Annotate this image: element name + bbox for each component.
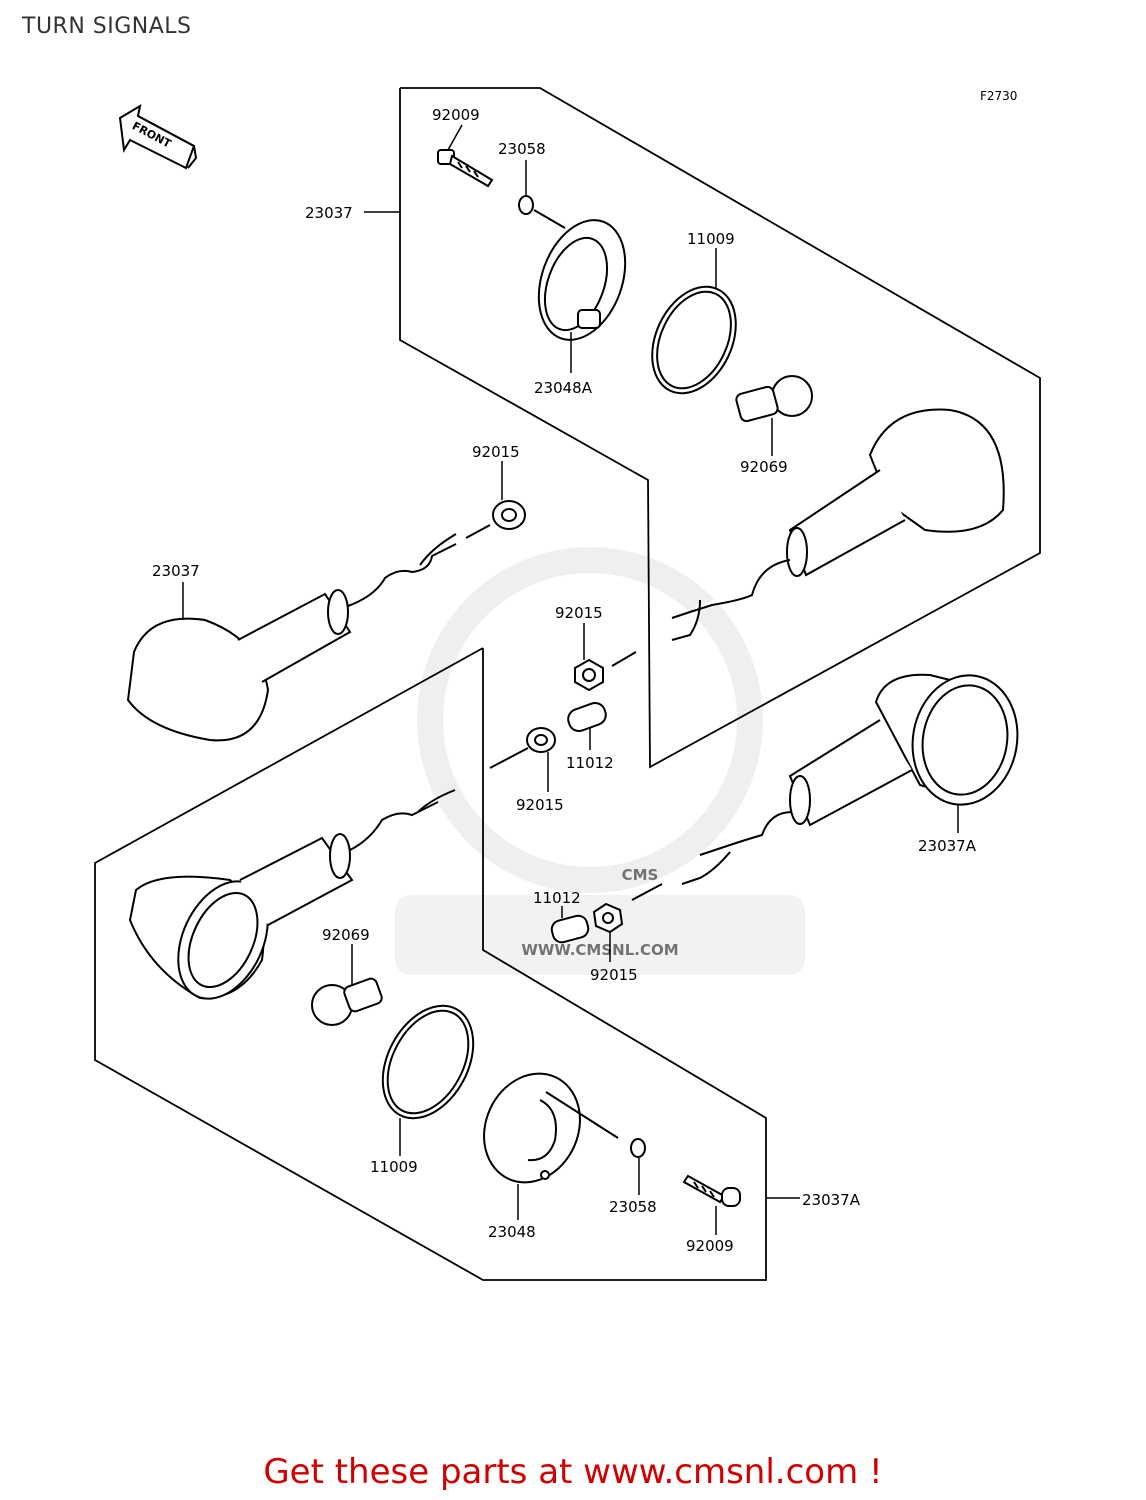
bulb-92069-lower — [311, 977, 383, 1026]
page-title: TURN SIGNALS — [22, 14, 192, 39]
callout-label: 23048A — [534, 379, 593, 397]
gasket-11009-lower — [381, 1004, 475, 1120]
callout-label: 23037 — [152, 562, 200, 580]
nut-92015-lower-left — [489, 727, 556, 769]
callout-label: 11009 — [687, 230, 735, 248]
callout-label: 11012 — [566, 754, 614, 772]
callout-label: 92069 — [740, 458, 788, 476]
turn-signal-right-rear — [671, 408, 1005, 641]
watermark: CMS WWW.CMSNL.COM — [395, 547, 805, 975]
spacer-11012-middle — [567, 701, 607, 733]
lower-assembly-outline — [94, 647, 767, 1281]
callout-label: 23037 — [305, 204, 353, 222]
spacer-11012-lower — [550, 914, 590, 944]
leader-lines — [182, 124, 959, 1235]
callout-label: 11012 — [533, 889, 581, 907]
callout-label: 92015 — [555, 604, 603, 622]
figure-code: F2730 — [980, 89, 1017, 103]
callout-label: 23037A — [802, 1191, 861, 1209]
callout-label: 11009 — [370, 1158, 418, 1176]
callout-label: 92015 — [472, 443, 520, 461]
callout-label: 92015 — [590, 966, 638, 984]
callouts: 92009 23058 23037 11009 23048A 92069 920… — [152, 106, 977, 1255]
turn-signal-left-front — [126, 533, 457, 742]
nut-23058-upper — [518, 195, 566, 229]
watermark-logo-text: CMS — [622, 866, 659, 884]
front-arrow-icon: FRONT — [118, 103, 198, 170]
callout-label: 23037A — [918, 837, 977, 855]
callout-label: 92015 — [516, 796, 564, 814]
callout-label: 23048 — [488, 1223, 536, 1241]
turn-signal-left-rear — [128, 789, 456, 1000]
callout-label: 23058 — [609, 1198, 657, 1216]
watermark-site-text: WWW.CMSNL.COM — [521, 941, 678, 959]
nut-92015-middle — [574, 651, 637, 692]
upper-assembly-outline — [399, 87, 1041, 769]
lens-23048 — [483, 1072, 619, 1184]
gasket-11009-upper — [651, 285, 737, 395]
callout-label: 23058 — [498, 140, 546, 158]
nut-23058-lower — [630, 1138, 646, 1158]
callout-label: 92009 — [686, 1237, 734, 1255]
get-parts-link[interactable]: Get these parts at www.cmsnl.com ! — [263, 1452, 883, 1492]
bulb-92069-upper — [735, 375, 813, 423]
turn-signal-right-front — [681, 673, 1019, 885]
nut-92015-lower — [592, 883, 663, 934]
callout-label: 92009 — [432, 106, 480, 124]
screw-92009-lower — [682, 1174, 741, 1207]
nut-92015-upper — [465, 500, 526, 539]
screw-92009-upper — [437, 149, 494, 188]
housing-23048a — [537, 219, 627, 341]
callout-label: 92069 — [322, 926, 370, 944]
